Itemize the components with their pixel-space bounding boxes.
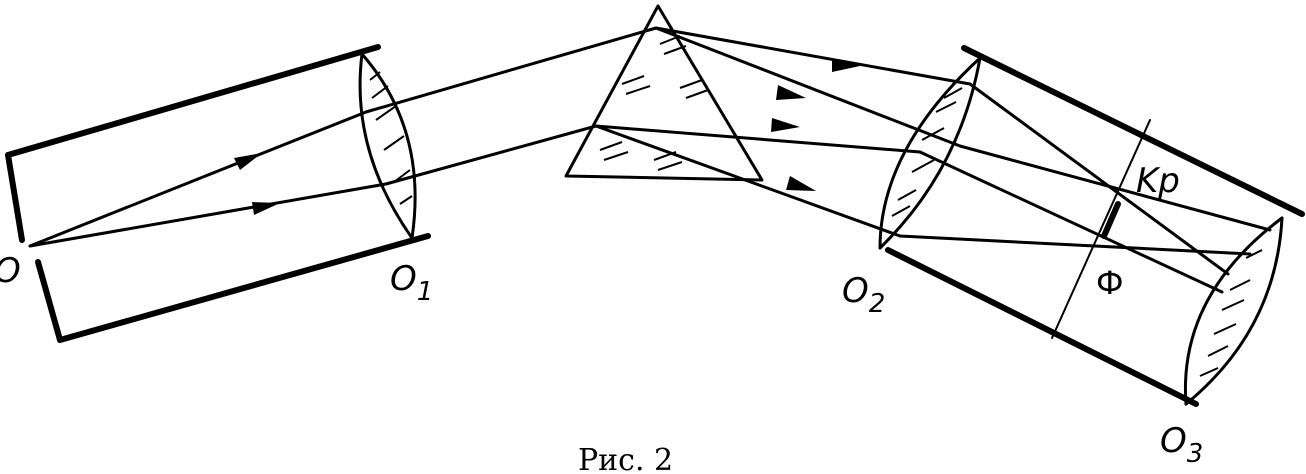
label-lens-o1-sub: 1 bbox=[417, 277, 434, 307]
label-lens-o2-sub: 2 bbox=[869, 289, 886, 319]
camera-rays bbox=[898, 82, 1272, 294]
collimator-tube bbox=[5, 44, 431, 343]
lens-o1 bbox=[358, 52, 417, 240]
figure-caption: Рис. 2 bbox=[578, 443, 673, 474]
lens-o3 bbox=[1183, 216, 1284, 406]
label-lens-o1: O1 bbox=[390, 259, 433, 307]
label-filter-f: Ф bbox=[1096, 264, 1124, 302]
label-slit-kp: Kp bbox=[1136, 161, 1180, 201]
source-rays bbox=[28, 110, 388, 248]
dispersed-rays bbox=[594, 26, 972, 238]
lens-o2 bbox=[878, 56, 982, 250]
label-lens-o3-sub: 3 bbox=[1187, 439, 1204, 469]
label-lens-o2: O2 bbox=[842, 271, 885, 319]
collimated-rays bbox=[364, 26, 658, 186]
camera-tube bbox=[885, 45, 1305, 407]
label-source: O bbox=[0, 251, 21, 291]
label-lens-o1-letter: O bbox=[390, 259, 417, 299]
label-lens-o2-letter: O bbox=[842, 271, 869, 311]
label-lens-o3: O3 bbox=[1160, 421, 1203, 469]
label-lens-o3-letter: O bbox=[1160, 421, 1187, 461]
